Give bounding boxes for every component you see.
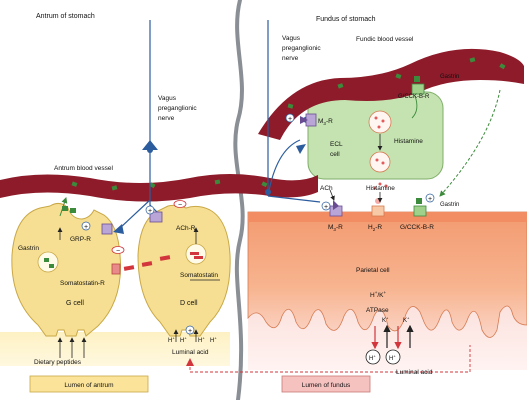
minus-sign-1: −: [178, 202, 182, 209]
histamine-vesicles: [368, 110, 392, 190]
somatostatin-vesicles: [123, 243, 207, 271]
inhibition-symbols: [111, 200, 187, 254]
fundic-vessel-label: Fundic blood vessel: [356, 36, 414, 43]
nerve-node-left: [147, 147, 153, 153]
h-ion-label-1: H+: [369, 354, 376, 363]
gastrin-secretion-arrow: [59, 197, 68, 217]
g-cell: [11, 202, 122, 337]
h-ion-lumen-c: H+: [198, 336, 205, 345]
antrum-lumen-area: [0, 332, 230, 366]
antrum-title: Antrum of stomach: [36, 13, 95, 20]
gastrin-label-left: Gastrin: [18, 245, 39, 252]
g-cell-label: G cell: [66, 300, 84, 307]
somatostatin-label: Somatostatin: [180, 272, 218, 279]
lumen-antrum-label: Lumen of antrum: [64, 382, 113, 389]
vagus-branch-grp: [119, 199, 151, 229]
gcckb-label-bottom: G/CCK-B-R: [400, 224, 434, 231]
h-ion-lumen-a: H+: [168, 336, 175, 345]
m3r-label-top: M3-R: [318, 118, 333, 126]
gastrin-blood-to-parietal-arrow: [439, 89, 501, 197]
gastrin-molecules-in-vessel: [71, 57, 506, 191]
k-label-1: K+: [382, 316, 389, 325]
d-cell: [137, 204, 231, 337]
atpase-label: ATPase: [366, 307, 389, 314]
h-ion-lumen-d: H+: [210, 336, 217, 345]
ach-receptor-dcell: [149, 211, 163, 223]
h-ion-circle-1: [365, 349, 381, 365]
gcckb-label-top: G/CCK-B-R: [398, 94, 430, 100]
gcckb-receptor-ecl: [411, 76, 425, 95]
gastrin-label-top: Gastrin: [440, 74, 459, 80]
ach-r-label: ACh-R: [176, 225, 196, 232]
acid-feedback-line: [189, 345, 471, 373]
h2r-label-bottom: H2-R: [368, 224, 382, 232]
somatostatin-receptor: [111, 263, 121, 275]
minus-sign-2: −: [116, 248, 120, 255]
plus-sign-4: +: [428, 196, 432, 203]
m3-receptor-parietal: [329, 200, 343, 217]
lumen-antrum-box: [29, 375, 149, 393]
parietal-membrane: [248, 212, 527, 222]
lumen-fundus-box: [281, 375, 371, 393]
h-ion-label-2: H+: [389, 354, 396, 363]
k-label-2: K+: [403, 316, 410, 325]
ecl-synapse-icon: [296, 144, 306, 154]
vagus-left-label-2: preganglionic: [158, 105, 197, 112]
plus-sign-2: +: [148, 208, 152, 215]
plus-sign-6: +: [324, 204, 328, 211]
vagus-left-label-1: Vagus: [158, 95, 177, 102]
gastrin-vesicles: [37, 206, 76, 273]
plus-sign-3: +: [288, 116, 292, 123]
grp-r-label: GRP-R: [70, 236, 91, 243]
acid-feedback-arrowhead: [186, 358, 194, 366]
h-ion-circle-2: [385, 349, 401, 365]
grp-receptor: [101, 223, 113, 235]
h2-receptor-parietal: [371, 198, 385, 217]
gastrin-label-right: Gastrin: [440, 202, 459, 208]
antrum-blood-vessel: [0, 174, 318, 202]
plus-sign-5: +: [188, 328, 192, 335]
luminal-acid-label-right: Luminal acid: [396, 369, 433, 376]
vagus-branch-parietal: [267, 195, 321, 203]
region-divider: [233, 0, 245, 400]
vagus-right-label-1: Vagus: [282, 35, 301, 42]
nerve-node-right: [265, 189, 271, 195]
m3r-label-bottom: M3-R: [328, 224, 343, 232]
vagus-branch-ecl: [267, 139, 301, 197]
somatostatin-r-label: Somatostatin-R: [60, 280, 105, 287]
m3-receptor-ecl: [300, 113, 317, 127]
antrum-vessel-label: Antrum blood vessel: [54, 165, 113, 172]
ach-label-right: ACh: [320, 185, 333, 192]
luminal-acid-label-left: Luminal acid: [172, 349, 209, 356]
ach-to-m3-arrow: [329, 189, 335, 201]
parietal-cell-label: Parietal cell: [356, 267, 390, 274]
dietary-peptides-label: Dietary peptides: [34, 359, 82, 366]
grp-synapse-icon: [113, 224, 124, 234]
fundus-title: Fundus of stomach: [316, 16, 376, 23]
fundic-blood-vessel: [258, 48, 524, 140]
gastrin-to-ecl-arrow: [411, 95, 418, 119]
plus-sign-1: +: [84, 224, 88, 231]
vagus-right-label-2: preganglionic: [282, 45, 321, 52]
h-ion-lumen-b: H+: [180, 336, 187, 345]
nerve-synapse-left: [142, 140, 158, 150]
ecl-label-2: cell: [330, 151, 340, 158]
ecl-label-1: ECL: [330, 141, 343, 148]
histamine-inner-label: Histamine: [394, 138, 423, 145]
lumen-fundus-label: Lumen of fundus: [302, 382, 351, 389]
vagus-left-label-3: nerve: [158, 115, 175, 122]
gcckb-receptor-parietal: [413, 198, 427, 217]
vagus-right-label-3: nerve: [282, 55, 299, 62]
d-cell-label: D cell: [180, 300, 198, 307]
hk-atpase-label: H+/K+: [370, 290, 387, 299]
stimulation-symbols: [81, 113, 435, 335]
histamine-outer-label: Histamine: [366, 185, 395, 192]
